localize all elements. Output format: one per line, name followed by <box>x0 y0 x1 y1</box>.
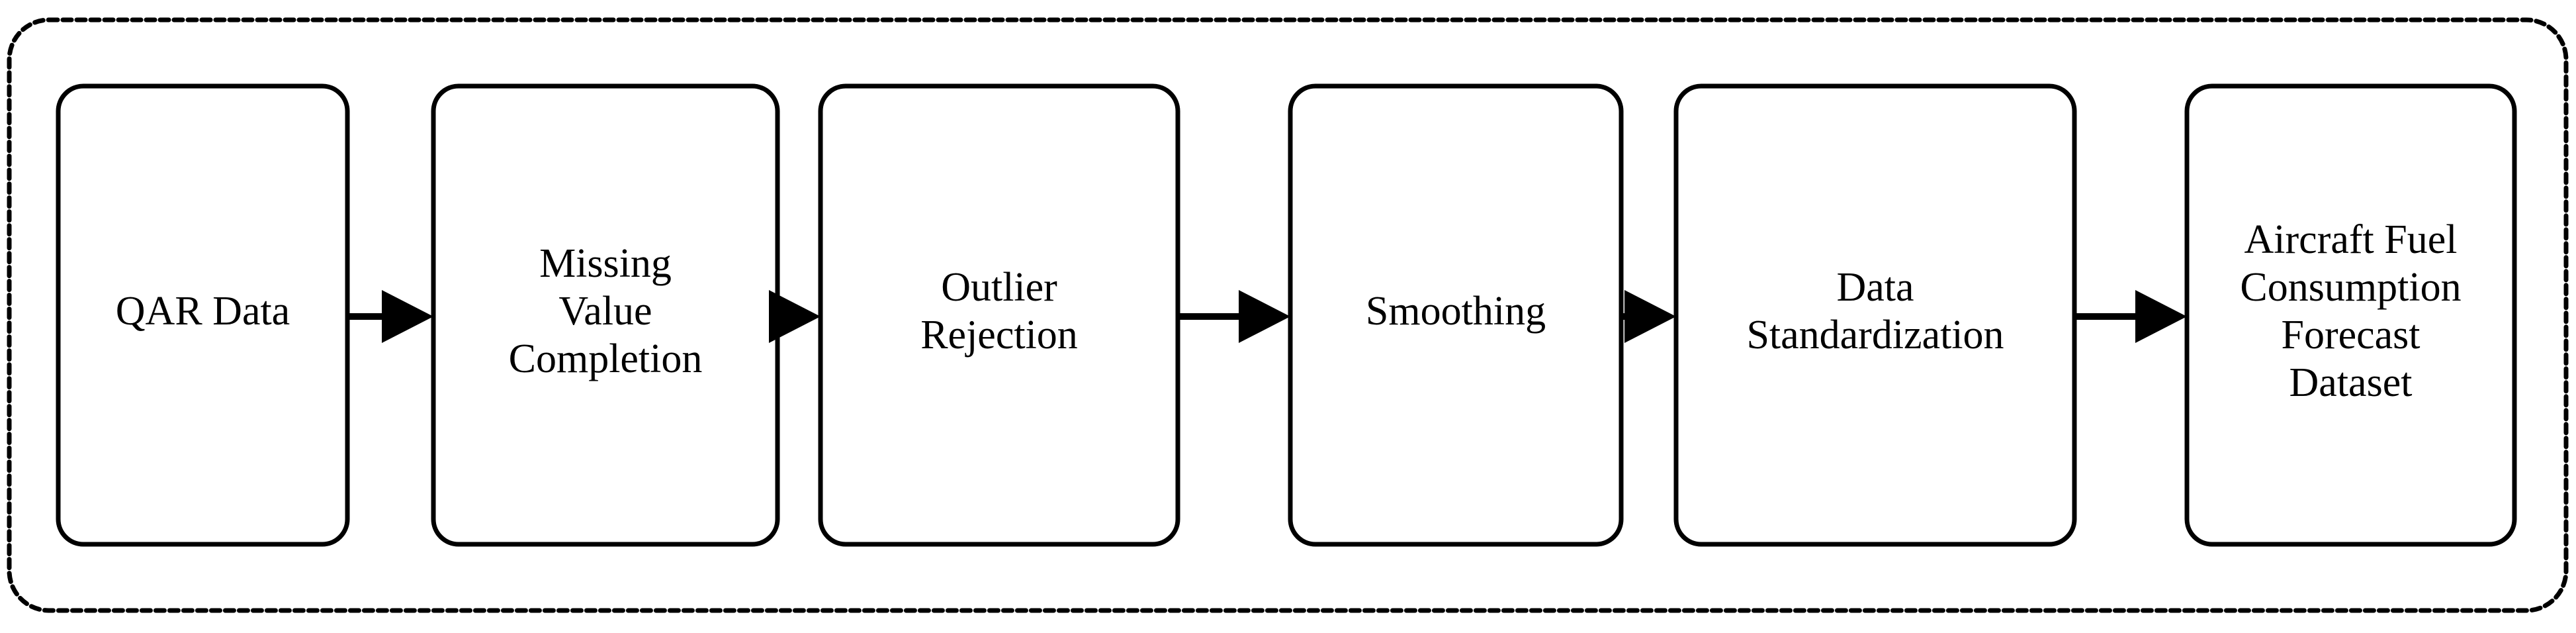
arrow-head-icon-arrow-3 <box>1239 290 1290 343</box>
preprocessing-group-border <box>7 17 2569 613</box>
connector-arrow-2 <box>769 290 821 343</box>
stage-label-smoothing: Smoothing <box>1366 289 1546 334</box>
connector-arrow-1 <box>347 290 433 343</box>
arrow-head-icon-arrow-1 <box>382 290 433 343</box>
stage-label-aircraft-fuel-consumption-forecast-dataset: Aircraft Fuel <box>2244 217 2458 262</box>
stage-boxes-layer: QAR DataMissingValueCompletionOutlierRej… <box>56 83 2517 547</box>
connector-arrow-5 <box>2074 290 2187 343</box>
stage-label-data-standardization: Data <box>1836 265 1914 310</box>
stage-box-aircraft-fuel-consumption-forecast-dataset[interactable] <box>2184 83 2517 547</box>
arrow-head-icon-arrow-4 <box>1624 290 1676 343</box>
stage-label-missing-value-completion: Value <box>558 289 652 334</box>
connector-arrow-4 <box>1621 290 1676 343</box>
stage-smoothing[interactable]: Smoothing <box>1288 83 1624 547</box>
stage-qar-data[interactable]: QAR Data <box>56 83 350 547</box>
connector-arrow-3 <box>1178 290 1290 343</box>
stage-label-aircraft-fuel-consumption-forecast-dataset: Consumption <box>2240 265 2461 310</box>
stage-label-aircraft-fuel-consumption-forecast-dataset: Forecast <box>2281 313 2420 358</box>
arrow-head-icon-arrow-2 <box>769 290 821 343</box>
stage-label-qar-data: QAR Data <box>116 289 290 334</box>
stage-label-outlier-rejection: Rejection <box>920 313 1078 358</box>
stage-label-data-standardization: Standardization <box>1746 313 2004 358</box>
stage-label-outlier-rejection: Outlier <box>941 265 1057 310</box>
stage-label-aircraft-fuel-consumption-forecast-dataset: Dataset <box>2289 360 2413 405</box>
arrow-head-icon-arrow-5 <box>2135 290 2187 343</box>
stage-label-missing-value-completion: Missing <box>539 241 672 286</box>
stage-label-missing-value-completion: Completion <box>509 336 703 381</box>
flow-connectors-layer <box>347 290 2187 343</box>
